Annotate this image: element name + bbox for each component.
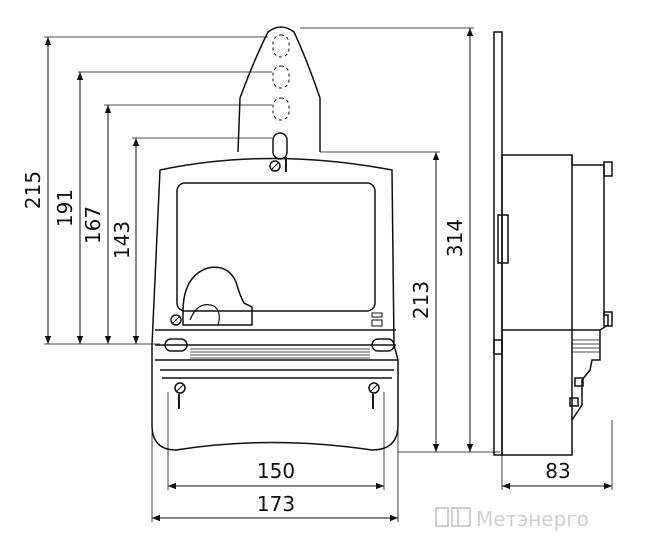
side-view (493, 31, 613, 456)
dim-label-83: 83 (545, 459, 570, 483)
dim-label-215: 215 (21, 171, 45, 209)
watermark: Метэнерго (435, 507, 589, 531)
dimension-lines (44, 28, 612, 522)
watermark-text: Метэнерго (476, 507, 589, 531)
dim-label-150: 150 (257, 459, 295, 483)
front-view (151, 26, 399, 451)
dim-label-167: 167 (81, 206, 105, 244)
seal-screw-left-upper (170, 314, 182, 326)
side-tab-top (603, 161, 613, 177)
roman-label-left: I (176, 390, 182, 414)
seal-screw-left (174, 382, 186, 394)
counter-disc (182, 266, 253, 326)
bracket-slots (272, 34, 290, 121)
watermark-logo-icon (435, 507, 471, 527)
extension-lines (44, 27, 613, 522)
meter-body (151, 157, 399, 451)
seal-screw-right (368, 382, 380, 394)
side-body (501, 154, 609, 456)
terminal-slot-left (164, 338, 188, 352)
mounting-bracket (237, 26, 321, 153)
terminal-slot-right (371, 338, 395, 352)
side-tab-mid (603, 311, 613, 327)
side-clip (497, 214, 509, 264)
terminal-block (190, 348, 370, 359)
dim-label-213: 213 (409, 281, 433, 319)
roman-label-right: I (370, 390, 376, 414)
dim-label-191: 191 (53, 189, 77, 227)
dim-label-314: 314 (443, 219, 467, 257)
side-lug (493, 339, 503, 355)
display-window (176, 182, 376, 312)
roman-label-top: I (283, 153, 289, 177)
dim-label-143: 143 (110, 221, 134, 259)
dim-label-173: 173 (257, 492, 295, 516)
top-screw (269, 160, 281, 172)
